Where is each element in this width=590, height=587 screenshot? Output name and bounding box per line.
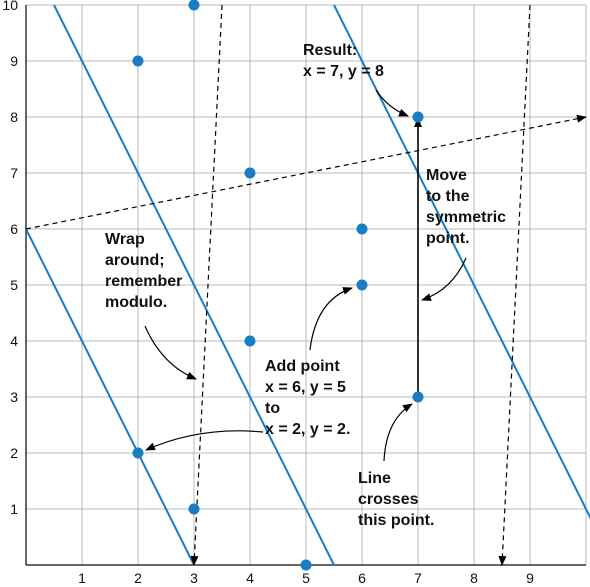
y-tick-label: 8	[10, 109, 18, 125]
annotations: Result: x = 7, y = 8 Move to the symmetric po…	[105, 42, 506, 529]
annotation-line: around;	[105, 252, 165, 269]
data-point	[188, 0, 200, 11]
annotation-line: symmetric	[426, 209, 506, 226]
data-point	[188, 503, 200, 515]
annotation-line: remember	[105, 273, 182, 290]
annotation-2: Wrap around; remember modulo.	[105, 231, 182, 311]
grid-lines	[25, 4, 587, 566]
callout-arrow-0	[375, 89, 409, 117]
x-tick-label: 2	[134, 570, 142, 586]
data-point	[356, 279, 368, 291]
data-point	[356, 223, 368, 235]
solid-lines	[25, 4, 590, 566]
x-tick-label: 7	[414, 570, 422, 586]
annotation-line: point.	[426, 230, 470, 247]
y-tick-label: 10	[2, 0, 18, 13]
x-tick-label: 4	[246, 570, 254, 586]
y-tick-label: 3	[10, 389, 18, 405]
annotation-0: Result: x = 7, y = 8	[303, 42, 384, 80]
y-tick-label: 5	[10, 277, 18, 293]
callout-arrow-4	[145, 430, 264, 451]
annotation-line: to	[265, 400, 280, 417]
data-point	[244, 335, 256, 347]
x-tick-label: 5	[302, 570, 310, 586]
y-tick-labels: 1 2 3 4 5 6 7 8 9 10	[2, 0, 18, 517]
y-tick-label: 1	[10, 501, 18, 517]
annotation-line: Wrap	[105, 231, 145, 248]
x-tick-label: 8	[470, 570, 478, 586]
data-point	[300, 559, 312, 571]
annotation-3: Add point x = 6, y = 5 to x = 2, y = 2.	[265, 358, 350, 438]
y-tick-label: 2	[10, 445, 18, 461]
callout-arrow-5	[383, 403, 413, 462]
annotation-line: x = 7, y = 8	[303, 63, 384, 80]
annotation-line: crosses	[358, 491, 419, 508]
callout-arrow-1	[421, 257, 467, 301]
y-tick-label: 6	[10, 221, 18, 237]
annotation-4: Line crosses this point.	[358, 470, 434, 529]
series-line-2	[333, 4, 590, 520]
x-tick-labels: 1 2 3 4 5 6 7 8 9	[78, 570, 534, 586]
dashed-arrow-2	[498, 4, 531, 566]
data-point	[132, 447, 144, 459]
data-point	[412, 111, 424, 123]
annotation-line: this point.	[358, 512, 434, 529]
callout-arrow-2	[144, 325, 197, 380]
callout-arrows	[144, 89, 467, 462]
callout-arrow-3	[309, 287, 353, 351]
data-point	[132, 55, 144, 67]
x-tick-label: 9	[526, 570, 534, 586]
dashed-lines	[25, 4, 587, 566]
dashed-arrow-1	[190, 4, 223, 566]
series-line-1	[53, 4, 335, 566]
annotation-line: Line	[358, 470, 391, 487]
series-line-0	[25, 228, 195, 566]
annotation-line: modulo.	[105, 294, 167, 311]
y-tick-label: 7	[10, 165, 18, 181]
annotation-line: Result:	[303, 42, 357, 59]
annotation-1: Move to the symmetric point.	[426, 167, 506, 247]
x-tick-label: 1	[78, 570, 86, 586]
y-tick-label: 4	[10, 333, 18, 349]
annotation-line: x = 2, y = 2.	[265, 421, 350, 438]
x-tick-label: 3	[190, 570, 198, 586]
annotation-line: Move	[426, 167, 467, 184]
data-points	[132, 0, 424, 571]
y-tick-label: 9	[10, 53, 18, 69]
annotation-line: to the	[426, 188, 470, 205]
annotation-line: x = 6, y = 5	[265, 379, 346, 396]
data-point	[244, 167, 256, 179]
annotation-line: Add point	[265, 358, 340, 375]
data-point	[412, 391, 424, 403]
x-tick-label: 6	[358, 570, 366, 586]
